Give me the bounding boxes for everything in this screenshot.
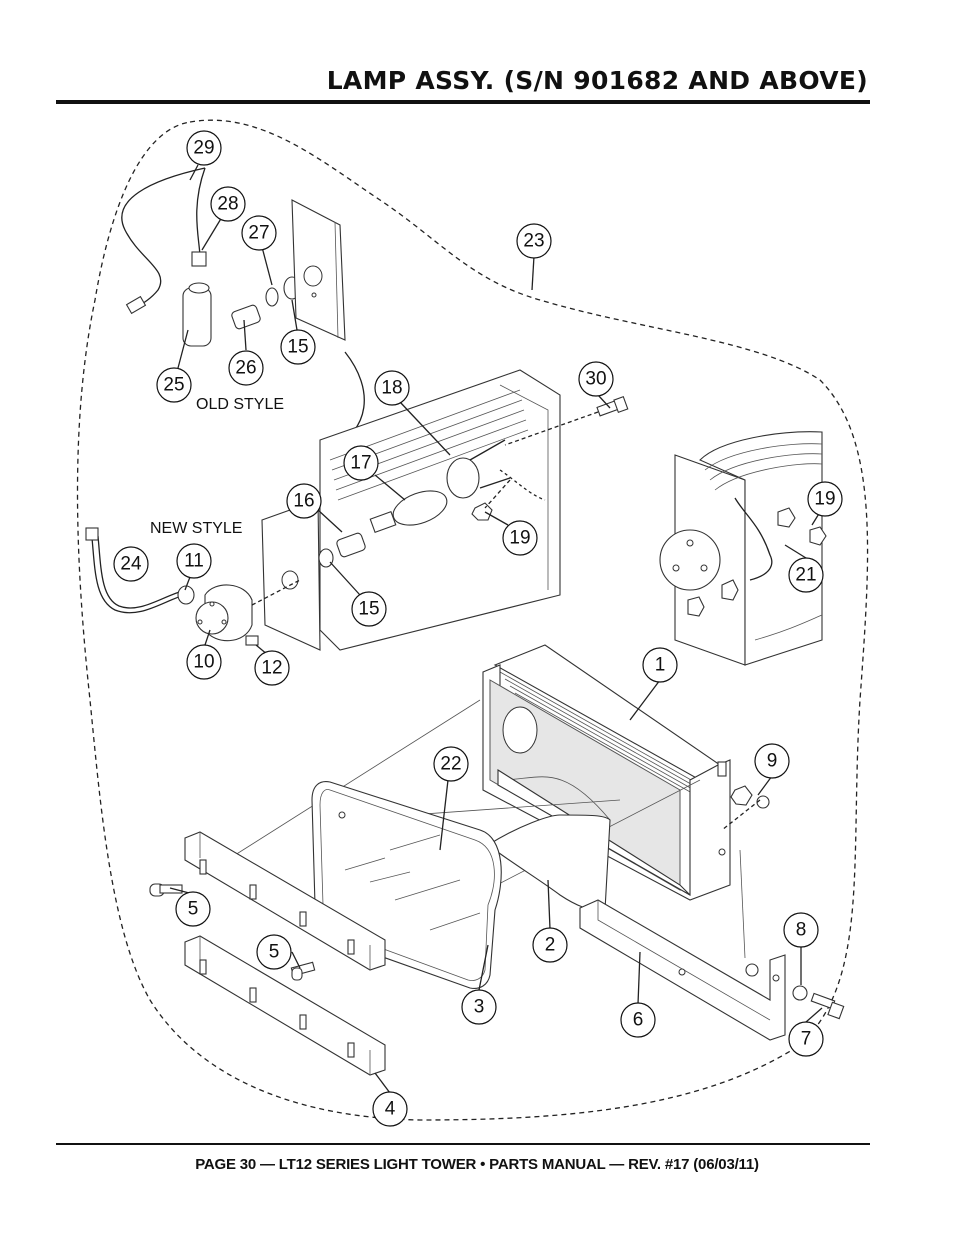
svg-text:2: 2 — [545, 935, 556, 956]
svg-text:19: 19 — [814, 489, 835, 510]
callout-19b: 19 — [807, 481, 843, 517]
callout-9: 9 — [754, 743, 790, 779]
footer-rule — [56, 1143, 870, 1145]
svg-text:15: 15 — [358, 599, 379, 620]
svg-text:15: 15 — [287, 337, 308, 358]
callout-27: 27 — [241, 215, 277, 251]
svg-text:19: 19 — [509, 528, 530, 549]
callout-17: 17 — [343, 445, 379, 481]
new-style-lamp-socket — [85, 527, 301, 646]
svg-text:11: 11 — [184, 551, 204, 572]
callout-15b: 15 — [351, 591, 387, 627]
callout-3: 3 — [461, 989, 497, 1025]
callout-26: 26 — [228, 350, 264, 386]
callout-28: 28 — [210, 186, 246, 222]
svg-text:21: 21 — [795, 565, 816, 586]
svg-text:16: 16 — [293, 491, 314, 512]
side-bracket — [579, 785, 845, 1041]
callout-23: 23 — [516, 223, 552, 259]
old-style-lamp-socket — [121, 167, 346, 347]
callout-15a: 15 — [280, 329, 316, 365]
header-rule — [56, 100, 870, 104]
svg-text:30: 30 — [585, 369, 606, 390]
callout-5a: 5 — [175, 891, 211, 927]
svg-text:29: 29 — [193, 138, 214, 159]
svg-text:7: 7 — [801, 1029, 812, 1050]
svg-text:3: 3 — [474, 997, 485, 1018]
callout-12: 12 — [254, 650, 290, 686]
callout-29: 29 — [186, 130, 222, 166]
lamp-housing-center — [261, 369, 629, 651]
svg-text:6: 6 — [633, 1010, 644, 1031]
callout-8: 8 — [783, 912, 819, 948]
svg-text:22: 22 — [440, 754, 461, 775]
svg-text:5: 5 — [269, 942, 280, 963]
page-title: LAMP ASSY. (S/N 901682 AND ABOVE) — [326, 66, 868, 95]
new-style-label: NEW STYLE — [150, 520, 242, 537]
old-style-label: OLD STYLE — [196, 396, 284, 413]
callout-4: 4 — [372, 1091, 408, 1127]
callout-10: 10 — [186, 644, 222, 680]
svg-text:12: 12 — [261, 658, 282, 679]
svg-text:23: 23 — [523, 231, 544, 252]
callout-7: 7 — [788, 1021, 824, 1057]
callout-19a: 19 — [502, 520, 538, 556]
callout-16: 16 — [286, 483, 322, 519]
svg-text:10: 10 — [193, 652, 214, 673]
page-footer: PAGE 30 — LT12 SERIES LIGHT TOWER • PART… — [195, 1156, 759, 1173]
assembly-boundary — [76, 119, 869, 1121]
callout-5b: 5 — [256, 934, 292, 970]
svg-text:28: 28 — [217, 194, 238, 215]
mounting-brackets — [149, 831, 386, 1076]
callout-25: 25 — [156, 367, 192, 403]
svg-text:5: 5 — [188, 899, 199, 920]
callout-22: 22 — [433, 746, 469, 782]
svg-text:4: 4 — [385, 1099, 396, 1120]
callout-18: 18 — [374, 370, 410, 406]
svg-text:18: 18 — [381, 378, 402, 399]
callout-1: 1 — [642, 647, 678, 683]
svg-text:9: 9 — [767, 751, 778, 772]
callout-11: 11 — [176, 543, 212, 579]
callout-2: 2 — [532, 927, 568, 963]
svg-text:24: 24 — [120, 554, 142, 575]
svg-text:25: 25 — [163, 375, 184, 396]
svg-text:27: 27 — [248, 223, 269, 244]
svg-text:26: 26 — [235, 358, 256, 379]
svg-text:8: 8 — [796, 920, 807, 941]
svg-text:17: 17 — [350, 453, 371, 474]
callout-21: 21 — [788, 557, 824, 593]
callout-24: 24 — [113, 546, 149, 582]
lamp-housing-rear — [659, 431, 827, 666]
callout-30: 30 — [578, 361, 614, 397]
callout-6: 6 — [620, 1002, 656, 1038]
svg-text:1: 1 — [655, 655, 666, 676]
